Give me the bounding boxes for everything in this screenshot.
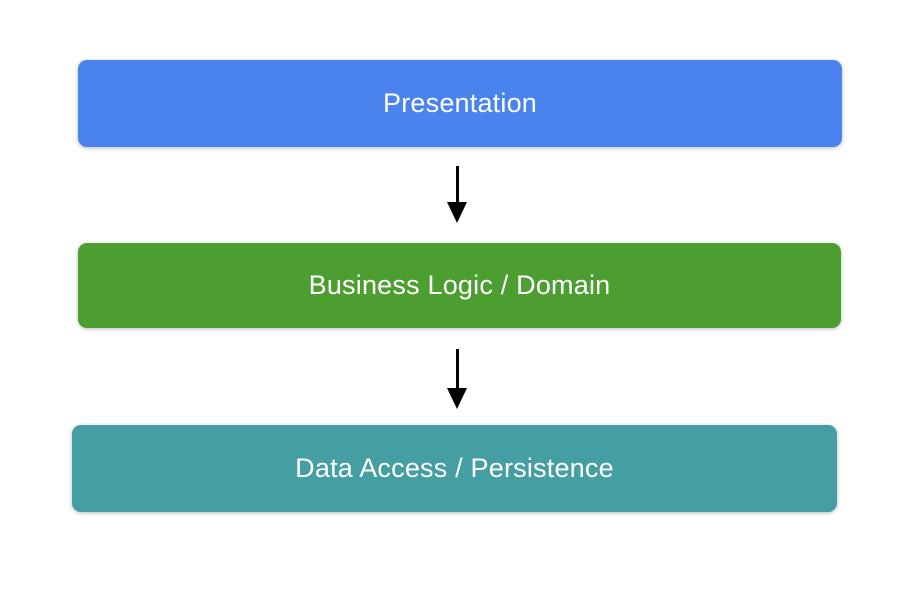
layer-label-presentation: Presentation (383, 88, 537, 118)
arrow-head-down-icon (447, 202, 467, 223)
layer-label-business-logic-domain: Business Logic / Domain (308, 270, 611, 300)
layer-label-data-access-persistence: Data Access / Persistence (295, 453, 614, 483)
layer-box-business-logic-domain: Business Logic / Domain (78, 243, 841, 328)
arrow-shaft (455, 166, 459, 202)
layer-box-presentation: Presentation (78, 60, 842, 147)
arrow-shaft (455, 349, 459, 388)
layer-box-data-access-persistence: Data Access / Persistence (72, 425, 837, 512)
arrow-presentation-to-business (447, 166, 467, 223)
arrow-business-to-data-access (447, 349, 467, 409)
arrow-head-down-icon (447, 388, 467, 409)
